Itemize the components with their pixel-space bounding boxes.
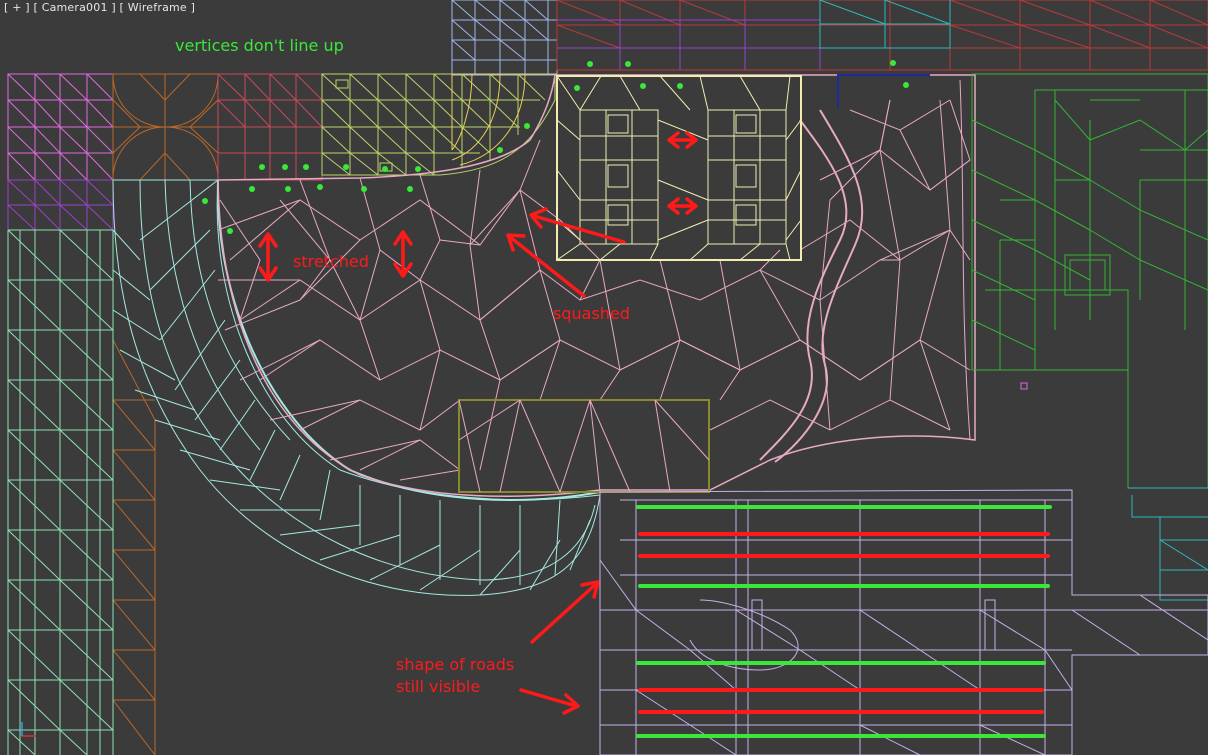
mesh-yellowgreen xyxy=(321,73,556,176)
mesh-olive-rect xyxy=(458,399,710,493)
viewport-shading-menu[interactable]: [ Wireframe ] xyxy=(119,1,196,14)
annotation-roads-line2: still visible xyxy=(396,677,481,696)
annotation-roads-line1: shape of roads xyxy=(396,655,515,674)
double-arrow-vertical xyxy=(393,230,413,278)
arrow-roads xyxy=(519,688,580,715)
mesh-cream-building xyxy=(556,75,802,261)
annotation-squashed: squashed xyxy=(553,304,630,323)
mesh-teal-top xyxy=(819,0,951,49)
double-arrow-vertical xyxy=(258,232,278,282)
road-lines xyxy=(636,505,1052,738)
vertex-dots xyxy=(202,60,909,234)
viewport-camera-menu[interactable]: [ Camera001 ] xyxy=(33,1,116,14)
mesh-lavender-roads xyxy=(599,489,1208,755)
mesh-teal-right xyxy=(1128,487,1208,601)
double-arrow-horizontal xyxy=(667,131,698,149)
axis-gizmo-icon xyxy=(21,722,36,737)
mesh-lightgreen-left xyxy=(7,229,114,755)
arrow-roads xyxy=(530,580,600,644)
double-arrow-horizontal xyxy=(667,197,698,215)
mesh-pink-terrain xyxy=(217,74,976,497)
arrow-squashed xyxy=(529,207,626,244)
mesh-yellow-arc xyxy=(451,73,557,166)
viewport-plus-menu[interactable]: [ + ] xyxy=(4,1,30,14)
viewport-menu[interactable]: [ + ] [ Camera001 ] [ Wireframe ] xyxy=(4,1,195,14)
arrow-squashed xyxy=(506,233,586,298)
annotation-vertices: vertices don't line up xyxy=(175,36,344,55)
annotation-stretched: stretched xyxy=(293,252,369,271)
mesh-brown-strip xyxy=(112,300,156,755)
annotation-arrows xyxy=(258,131,698,715)
mesh-darkblue-corner xyxy=(837,74,930,108)
